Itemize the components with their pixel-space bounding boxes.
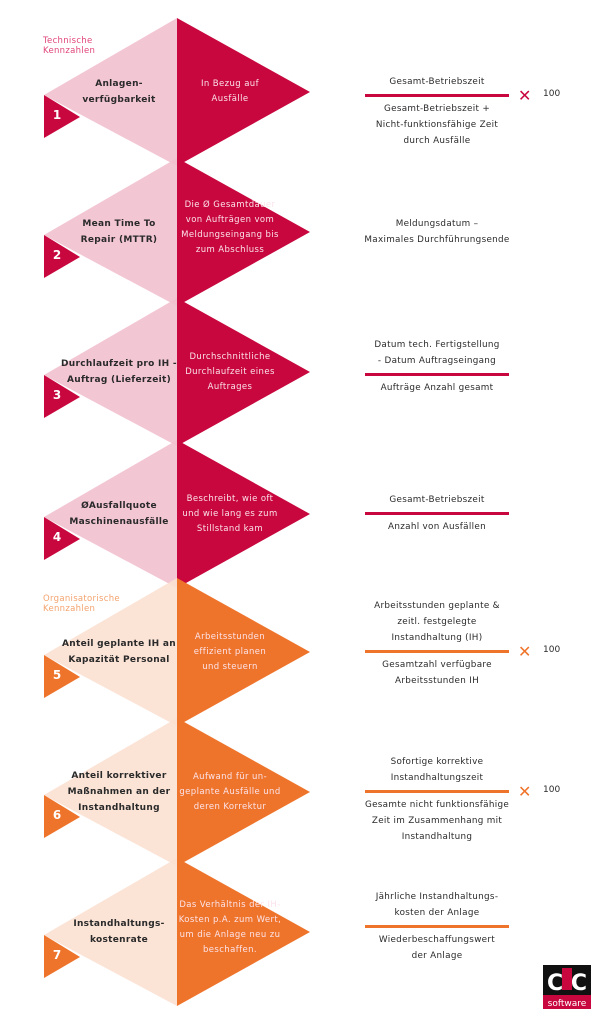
- formula-numerator: Gesamt-Betriebszeit: [389, 495, 485, 505]
- kpi-title: Anlagen- verfügbarkeit: [82, 79, 156, 105]
- kpi-formula: Arbeitsstunden geplante & zeitl. festgel…: [355, 598, 519, 689]
- kpi-title: Instandhaltungs- kostenrate: [73, 919, 165, 945]
- kpi-number-triangle: [44, 517, 80, 560]
- kpi-description: Aufwand für un- geplante Ausfälle und de…: [179, 771, 281, 812]
- kpi-dark-triangle: [177, 18, 310, 166]
- kpi-number: 3: [52, 388, 62, 402]
- kpi-dark-triangle: [177, 298, 310, 446]
- times-icon: ✕: [518, 86, 532, 105]
- multiplier: 100: [543, 785, 561, 795]
- kpi-light-triangle: [44, 440, 177, 588]
- fraction-bar: [365, 790, 509, 793]
- formula-numerator: Meldungsdatum – Maximales Durchführungse…: [364, 219, 510, 245]
- formula-numerator: Datum tech. Fertigstellung - Datum Auftr…: [374, 340, 500, 366]
- kpi-number: 7: [52, 948, 62, 962]
- kpi-description: Durchschnittliche Durchlaufzeit eines Au…: [185, 351, 275, 392]
- kpi-number-triangle: [44, 655, 80, 698]
- kpi-number-triangle: [44, 235, 80, 278]
- fraction-bar: [365, 94, 509, 97]
- formula-denominator: Wiederbeschaffungswert der Anlage: [378, 935, 496, 961]
- kpi-title: Durchlaufzeit pro IH - Auftrag (Lieferze…: [61, 359, 177, 385]
- kpi-light-triangle: [44, 858, 177, 1006]
- kpi-light-triangle: [44, 298, 177, 446]
- times-icon: ✕: [518, 642, 532, 661]
- kpi-light-triangle: [44, 718, 177, 866]
- times-icon: ✕: [518, 782, 532, 801]
- fraction-bar: [365, 925, 509, 928]
- kpi-title: Mean Time To Repair (MTTR): [80, 219, 158, 245]
- kpi-number-triangle: [44, 935, 80, 978]
- kpi-number: 5: [52, 668, 62, 682]
- formula-numerator: Sofortige korrektive Instandhaltungszeit: [390, 757, 484, 783]
- formula-denominator: Aufträge Anzahl gesamt: [380, 383, 494, 393]
- ccc-software-logo: C C software: [543, 965, 591, 1009]
- section-label: Organisatorische Kennzahlen: [43, 594, 120, 614]
- formula-denominator: Anzahl von Ausfällen: [388, 522, 486, 532]
- multiplier: 100: [543, 645, 561, 655]
- kpi-description: Die Ø Gesamtdauer von Aufträgen vom Meld…: [181, 200, 279, 255]
- kpi-description: In Bezug auf Ausfälle: [201, 79, 259, 104]
- kpi-light-triangle: [44, 18, 177, 166]
- svg-text:software: software: [548, 999, 587, 1009]
- kpi-title: Anteil korrektiver Maßnahmen an der Inst…: [67, 771, 171, 813]
- kpi-dark-triangle: [177, 440, 310, 588]
- kpi-description: Beschreibt, wie oft und wie lang es zum …: [182, 493, 278, 534]
- kpi-dark-triangle: [177, 858, 310, 1006]
- kpi-number: 1: [52, 108, 62, 122]
- formula-denominator: Gesamt-Betriebszeit + Nicht-funktionsfäh…: [375, 104, 499, 146]
- formula-numerator: Gesamt-Betriebszeit: [389, 77, 485, 87]
- kpi-dark-triangle: [177, 718, 310, 866]
- kpi-number-triangle: [44, 95, 80, 138]
- kpi-number-triangle: [44, 795, 80, 838]
- kpi-number: 4: [52, 530, 62, 544]
- formula-denominator: Gesamtzahl verfügbare Arbeitsstunden IH: [382, 660, 492, 686]
- kpi-formula: Sofortige korrektive Instandhaltungszeit…: [355, 754, 519, 845]
- fraction-bar: [365, 373, 509, 376]
- kpi-number-triangle: [44, 375, 80, 418]
- kpi-formula: Jährliche Instandhaltungs- kosten der An…: [355, 889, 519, 964]
- kpi-description: Arbeitsstunden effizient planen und steu…: [193, 631, 267, 672]
- kpi-light-triangle: [44, 578, 177, 726]
- formula-denominator: Gesamte nicht funktionsfähige Zeit im Zu…: [364, 800, 510, 842]
- kpi-number: 2: [52, 248, 62, 262]
- kpi-dark-triangle: [177, 158, 310, 306]
- kpi-dark-triangle: [177, 578, 310, 726]
- kpi-number: 6: [52, 808, 62, 822]
- kpi-title: Anteil geplante IH an Kapazität Personal: [62, 639, 176, 665]
- section-label: Technische Kennzahlen: [43, 36, 96, 56]
- kpi-description: Das Verhältnis der IH- Kosten p.A. zum W…: [178, 900, 282, 955]
- multiplier: 100: [543, 89, 561, 99]
- kpi-formula: Datum tech. Fertigstellung - Datum Auftr…: [355, 337, 519, 396]
- fraction-bar: [365, 512, 509, 515]
- kpi-title: ØAusfallquote Maschinenausfälle: [69, 501, 169, 527]
- formula-numerator: Jährliche Instandhaltungs- kosten der An…: [375, 892, 499, 918]
- formula-numerator: Arbeitsstunden geplante & zeitl. festgel…: [374, 601, 500, 643]
- kpi-formula: Meldungsdatum – Maximales Durchführungse…: [355, 216, 519, 248]
- fraction-bar: [365, 650, 509, 653]
- kpi-light-triangle: [44, 158, 177, 306]
